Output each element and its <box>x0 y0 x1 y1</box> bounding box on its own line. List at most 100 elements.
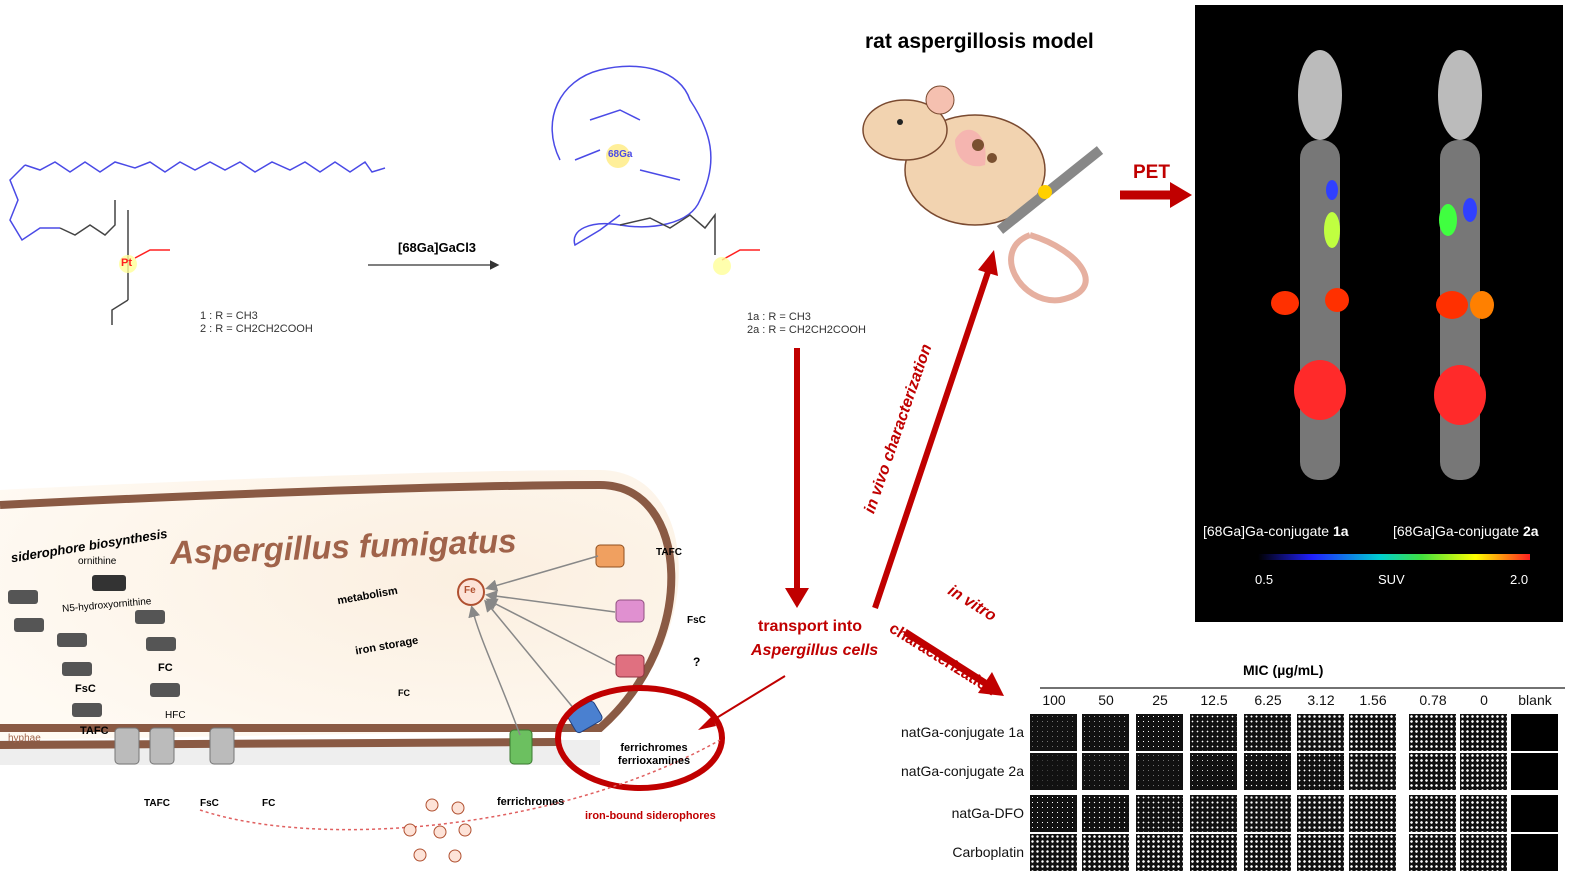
flow-arrows <box>698 182 1192 730</box>
mic-well <box>1030 753 1077 790</box>
rat-illustration <box>862 85 1104 304</box>
mic-well <box>1460 714 1507 751</box>
out-fc-label: FC <box>262 798 276 809</box>
mic-row-label: Carboplatin <box>952 844 1024 860</box>
mic-well <box>1349 753 1396 790</box>
out-fsc-label: FsC <box>200 798 219 809</box>
pet-label-2a: [68Ga]Ga-conjugate 2a <box>1393 523 1539 539</box>
fsc-transporter-label: FsC <box>687 615 706 626</box>
mic-well <box>1349 714 1396 751</box>
mic-well <box>1409 753 1456 790</box>
mic-well <box>1511 834 1558 871</box>
mic-well <box>1511 753 1558 790</box>
mic-well <box>1244 714 1291 751</box>
fungal-cell <box>0 470 725 863</box>
mic-title: MIC (µg/mL) <box>1243 662 1324 678</box>
mic-well <box>1136 795 1183 832</box>
mic-column-header: 25 <box>1152 692 1168 708</box>
mic-well <box>1460 795 1507 832</box>
colorbar-max: 2.0 <box>1510 572 1529 587</box>
tafc-transporter-label: TAFC <box>656 547 682 558</box>
mic-column-header: blank <box>1518 692 1552 708</box>
mic-column-header: 100 <box>1042 692 1066 708</box>
pet-label-1a: [68Ga]Ga-conjugate 1a <box>1203 523 1349 539</box>
fe-label: Fe <box>464 585 476 596</box>
mic-column-header: 12.5 <box>1200 692 1228 708</box>
mic-well <box>1409 834 1456 871</box>
mic-well <box>1511 714 1558 751</box>
mic-well <box>1030 795 1077 832</box>
mic-well <box>1190 795 1237 832</box>
ferrichromes-ferrioxamines-label: ferrichromes ferrioxamines <box>617 742 691 767</box>
pet-label-2a-prefix: [68Ga]Ga-conjugate <box>1393 523 1523 539</box>
mic-well <box>1244 834 1291 871</box>
iron-bound-label: iron-bound siderophores <box>585 810 716 822</box>
pt-label: Pt <box>121 257 132 269</box>
hyphae-label: hyphae <box>8 733 41 744</box>
mic-row-label: natGa-DFO <box>951 805 1024 821</box>
mic-well <box>1136 834 1183 871</box>
suv-colorbar <box>1258 554 1530 560</box>
pet-label-2a-id: 2a <box>1522 523 1539 539</box>
pet-panel <box>1195 5 1563 622</box>
mic-well <box>1190 834 1237 871</box>
mic-well <box>1082 753 1129 790</box>
transport-line-1: transport into <box>758 618 862 635</box>
product-label-1: 1a : R = CH3 <box>747 311 811 323</box>
mic-well <box>1297 795 1344 832</box>
reagent-label: [68Ga]GaCl3 <box>398 240 477 255</box>
mic-well <box>1511 795 1558 832</box>
mic-well <box>1297 714 1344 751</box>
colorbar-label: SUV <box>1378 572 1405 587</box>
mic-well <box>1030 714 1077 751</box>
pet-skeleton-1a <box>1271 50 1349 480</box>
mic-well <box>1190 714 1237 751</box>
colorbar-min: 0.5 <box>1255 572 1274 587</box>
mic-well <box>1244 795 1291 832</box>
transport-line-2: Aspergillus cells <box>751 642 879 659</box>
mic-column-header: 1.56 <box>1359 692 1387 708</box>
mic-well <box>1082 714 1129 751</box>
mic-well <box>1136 714 1183 751</box>
product-structure <box>551 65 760 275</box>
precursor-label-1: 1 : R = CH3 <box>200 310 258 322</box>
mic-row-label: natGa-conjugate 1a <box>901 724 1024 740</box>
mic-column-header: 0 <box>1480 692 1488 708</box>
mic-column-header: 6.25 <box>1254 692 1282 708</box>
fc-label: FC <box>158 662 173 674</box>
mic-well <box>1409 795 1456 832</box>
model-title: rat aspergillosis model <box>865 30 1094 53</box>
mic-well <box>1460 834 1507 871</box>
precursor-label-2: 2 : R = CH2CH2COOH <box>200 323 313 335</box>
mic-well <box>1409 714 1456 751</box>
pet-skeleton-2a <box>1434 50 1494 480</box>
fsc-label: FsC <box>75 683 96 695</box>
mic-well <box>1190 753 1237 790</box>
pet-label-1a-prefix: [68Ga]Ga-conjugate <box>1203 523 1333 539</box>
mic-row-label: natGa-conjugate 2a <box>901 763 1024 779</box>
tafc-label: TAFC <box>80 725 109 737</box>
ornithine-label: ornithine <box>78 556 117 567</box>
mic-well <box>1460 753 1507 790</box>
mic-well <box>1244 753 1291 790</box>
out-tafc-label: TAFC <box>144 798 170 809</box>
ga-label: 68Ga <box>608 149 633 160</box>
pet-label: PET <box>1133 162 1170 183</box>
mic-well <box>1030 834 1077 871</box>
mic-well <box>1349 834 1396 871</box>
precursor-structure <box>9 160 386 325</box>
mic-well <box>1082 834 1129 871</box>
highlight-circle <box>555 685 725 791</box>
mic-well <box>1136 753 1183 790</box>
ferrichromes-label: ferrichromes <box>497 796 565 808</box>
mic-well <box>1349 795 1396 832</box>
mic-column-header: 0.78 <box>1419 692 1447 708</box>
pet-label-1a-id: 1a <box>1332 523 1349 539</box>
mic-well <box>1082 795 1129 832</box>
mic-well <box>1297 834 1344 871</box>
fc-storage-label: FC <box>398 688 410 698</box>
hfc-label: HFC <box>165 710 186 721</box>
unknown-siderophore-label: ? <box>693 655 701 669</box>
mic-well <box>1297 753 1344 790</box>
